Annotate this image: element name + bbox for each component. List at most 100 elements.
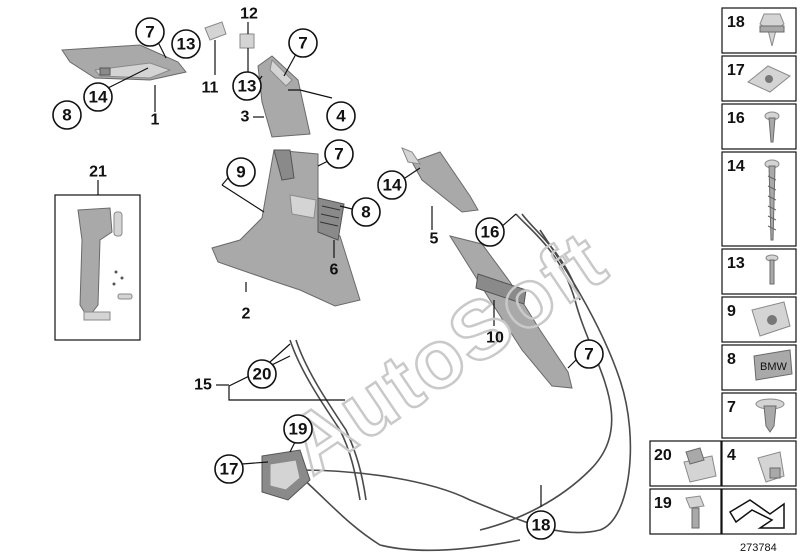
legend-label-20: 20 <box>654 447 672 464</box>
part-number-12: 12 <box>240 6 258 23</box>
long-screw-icon <box>764 159 780 241</box>
callout-7: 7 <box>135 17 165 47</box>
callout-label: 13 <box>177 35 196 54</box>
svg-text:BMW: BMW <box>760 361 788 373</box>
callout-circle <box>475 217 505 247</box>
callout-13: 13 <box>171 29 201 59</box>
callout-label: 13 <box>238 77 257 96</box>
callout-circle <box>288 28 318 58</box>
part-number-15: 15 <box>194 377 212 394</box>
reference-number: 273784 <box>740 542 777 554</box>
callout-circle <box>135 17 165 47</box>
grille-insert-6 <box>317 197 345 258</box>
badge-plate-icon: BMW <box>753 349 793 381</box>
callout-circle <box>52 100 82 130</box>
legend-label-19: 19 <box>654 495 672 512</box>
clip-12 <box>239 22 255 72</box>
callout-label: 20 <box>253 365 272 384</box>
clip-bracket-11 <box>204 21 227 75</box>
callout-circle <box>232 71 262 101</box>
callout-circle <box>283 414 313 444</box>
legend-label-13: 13 <box>727 255 745 272</box>
callout-circle <box>326 101 356 131</box>
hex-bolt-icon <box>685 495 705 529</box>
callout-label: 14 <box>89 88 108 107</box>
callout-7: 7 <box>324 139 354 169</box>
fastener-legend: 18 17 16 14 13 9 8 7 20 4 19 <box>649 7 797 535</box>
legend-label-4: 4 <box>727 447 736 464</box>
callout-14: 14 <box>83 82 113 112</box>
callout-13: 13 <box>232 71 262 101</box>
callout-16: 16 <box>475 217 505 247</box>
callout-label: 17 <box>220 460 239 479</box>
callout-label: 4 <box>336 107 346 126</box>
callout-label: 19 <box>289 420 308 439</box>
callout-label: 7 <box>145 23 154 42</box>
bracket-clip-icon <box>757 451 785 483</box>
rivet-icon <box>765 254 779 285</box>
part-number-11: 11 <box>202 80 219 97</box>
callout-7: 7 <box>288 28 318 58</box>
callout-18: 18 <box>526 510 556 540</box>
callout-label: 16 <box>481 223 500 242</box>
callout-4: 4 <box>326 101 356 131</box>
part-number-10: 10 <box>486 330 504 347</box>
callout-8: 8 <box>351 197 381 227</box>
legend-label-9: 9 <box>727 303 736 320</box>
seat-belt-assembly-15 <box>216 229 632 552</box>
clip-nut-icon <box>751 301 791 337</box>
callout-8: 8 <box>52 100 82 130</box>
legend-label-17: 17 <box>727 62 745 79</box>
pillar-cap-5 <box>401 147 479 230</box>
part-number-2: 2 <box>242 306 251 323</box>
part-number-1: 1 <box>151 112 160 129</box>
callout-label: 7 <box>584 345 593 364</box>
short-screw-icon <box>764 111 780 143</box>
legend-label-14: 14 <box>727 158 745 175</box>
callout-label: 8 <box>361 203 370 222</box>
callout-label: 7 <box>298 34 307 53</box>
part-number-5: 5 <box>430 231 439 248</box>
part-number-21: 21 <box>89 164 107 181</box>
trim-panel-3 <box>253 55 333 138</box>
callout-20: 20 <box>247 359 277 389</box>
legend-label-7: 7 <box>727 399 736 416</box>
callout-circle <box>226 157 256 187</box>
callout-label: 8 <box>62 106 71 125</box>
callout-circle <box>324 139 354 169</box>
part-number-6: 6 <box>330 262 339 279</box>
legend-label-8: 8 <box>727 351 736 368</box>
callout-9: 9 <box>226 157 256 187</box>
spring-nut-icon <box>747 65 791 93</box>
c-pillar-trim-10 <box>448 235 579 389</box>
legend-label-18: 18 <box>727 14 745 31</box>
callout-label: 9 <box>236 163 245 182</box>
callout-circle <box>574 339 604 369</box>
direction-arrow-icon <box>728 499 785 529</box>
callout-19: 19 <box>283 414 313 444</box>
callout-14: 14 <box>377 170 407 200</box>
callout-7: 7 <box>574 339 604 369</box>
bracket-kit-21 <box>54 180 141 341</box>
trim-panel-1 <box>61 44 187 81</box>
callout-label: 14 <box>383 176 402 195</box>
callout-circle <box>83 82 113 112</box>
callout-circle <box>526 510 556 540</box>
callout-circle <box>351 197 381 227</box>
legend-label-16: 16 <box>727 110 745 127</box>
part-number-3: 3 <box>241 109 250 126</box>
callout-label: 7 <box>334 145 343 164</box>
callout-circle <box>214 454 244 484</box>
cable-holder-icon <box>683 447 717 483</box>
parts-illustration <box>54 21 632 552</box>
push-rivet-clip-icon <box>759 13 785 47</box>
callout-circle <box>171 29 201 59</box>
callout-circle <box>247 359 277 389</box>
expanding-rivet-icon <box>755 398 785 433</box>
callout-17: 17 <box>214 454 244 484</box>
callout-circle <box>377 170 407 200</box>
callout-label: 18 <box>532 516 551 535</box>
